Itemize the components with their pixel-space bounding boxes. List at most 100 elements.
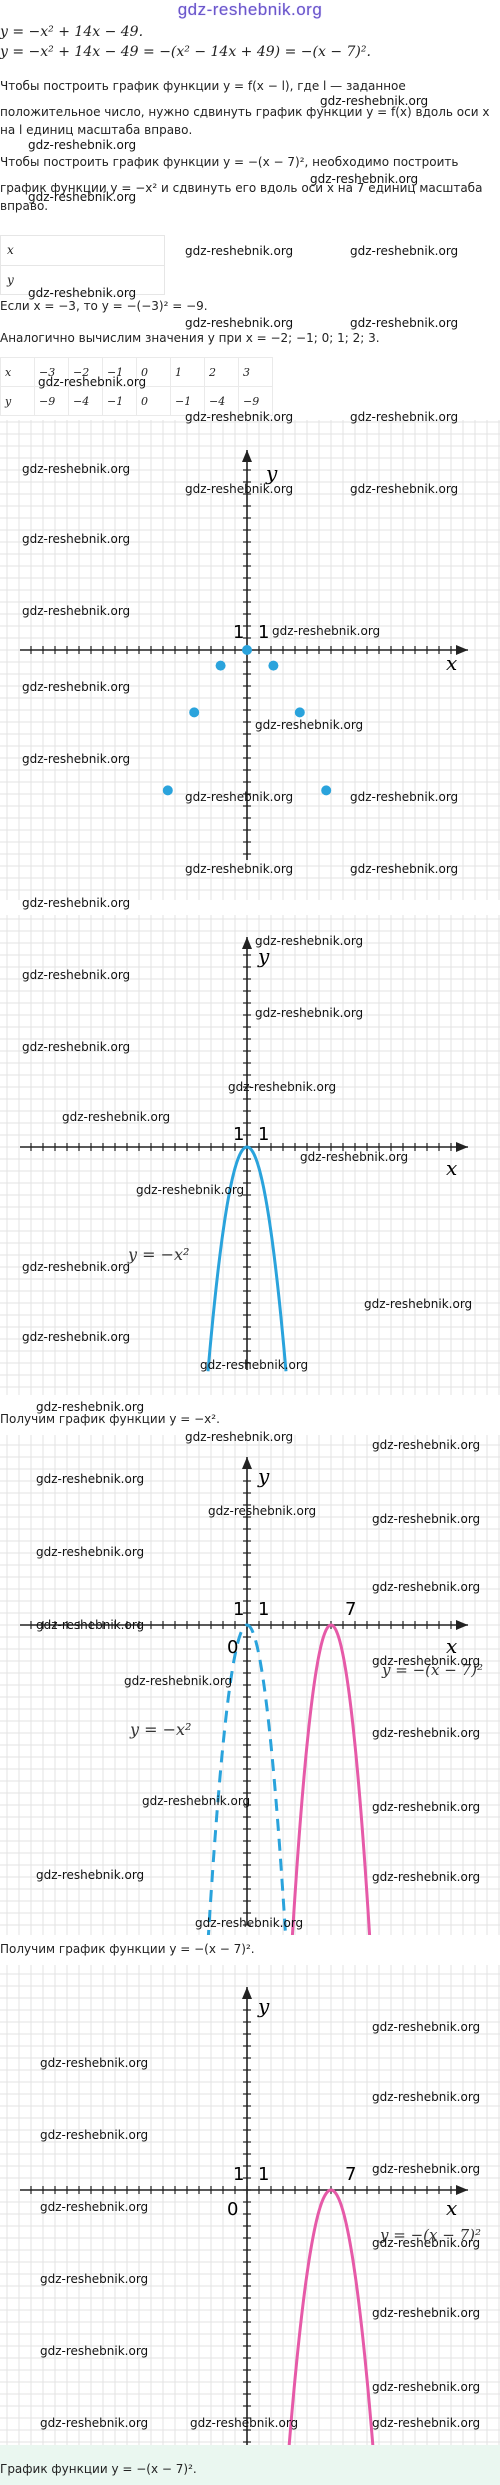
x-axis-arrow (456, 2185, 468, 2195)
y-axis-arrow (242, 937, 252, 949)
watermark: gdz-reshebnik.org (36, 1545, 145, 1559)
caption-final: График функции y = −(x − 7)². (0, 2462, 197, 2476)
watermark: gdz-reshebnik.org (40, 2272, 149, 2286)
watermark: gdz-reshebnik.org (200, 1358, 309, 1372)
table-cell: 2 (204, 357, 239, 387)
x-axis-label: x (446, 1634, 457, 1658)
table1-x-header: x (0, 235, 165, 266)
points-layer (162, 645, 332, 796)
origin-label: 0 (227, 1637, 238, 1658)
y-axis-label: y (265, 461, 278, 485)
watermark: gdz-reshebnik.org (136, 1183, 245, 1197)
paragraph-3: Если x = −3, то y = −(−3)² = −9. (0, 299, 208, 313)
shifted-parabola-label: y = −(x − 7)² (381, 1661, 483, 1679)
caption-parabola: Получим график функции y = −x². (0, 1412, 220, 1426)
grid (0, 1435, 500, 1935)
graph-final: y x 1 1 0 7 y = −(x − 7)² (0, 1965, 500, 2445)
watermark: gdz-reshebnik.org (255, 718, 364, 732)
table1-y-header: y (0, 264, 165, 295)
parabola-label: y = −x² (129, 1720, 191, 1739)
site-title[interactable]: gdz-reshebnik.org (177, 0, 323, 19)
watermark: gdz-reshebnik.org (185, 410, 294, 424)
shifted-parabola-label: y = −(x − 7)² (379, 2226, 481, 2244)
watermark: gdz-reshebnik.org (372, 2416, 481, 2430)
curves-layer (206, 1623, 372, 1935)
watermark: gdz-reshebnik.org (185, 862, 294, 876)
watermark: gdz-reshebnik.org (22, 604, 131, 618)
watermark: gdz-reshebnik.org (372, 1726, 481, 1740)
x-axis-label: x (446, 2196, 457, 2220)
table-cell: y (0, 386, 35, 416)
table-cell: −2 (68, 357, 103, 387)
x-axis-label: x (446, 651, 457, 675)
table-cell: −1 (102, 386, 137, 416)
parabola-label: y = −x² (127, 1245, 189, 1264)
table-cell: −1 (102, 357, 137, 387)
watermark: gdz-reshebnik.org (36, 1400, 145, 1414)
table-cell: −3 (34, 357, 69, 387)
watermark: gdz-reshebnik.org (372, 2090, 481, 2104)
y-axis-label: y (257, 1994, 270, 2018)
watermark: gdz-reshebnik.org (255, 934, 364, 948)
equation-1: y = −x² + 14x − 49. (0, 24, 144, 40)
axes (20, 1457, 468, 1926)
watermark: gdz-reshebnik.org (28, 286, 137, 300)
watermark: gdz-reshebnik.org (36, 1472, 145, 1486)
graph-parabola: y x 1 1 y = −x² (0, 915, 500, 1395)
data-point (162, 785, 173, 796)
y-axis-arrow (242, 1457, 252, 1469)
watermark: gdz-reshebnik.org (350, 244, 459, 258)
watermark: gdz-reshebnik.org (372, 2380, 481, 2394)
watermark: gdz-reshebnik.org (28, 138, 137, 152)
watermark: gdz-reshebnik.org (40, 2056, 149, 2070)
watermark: gdz-reshebnik.org (22, 968, 131, 982)
shifted-parabola-curve (290, 1623, 372, 1935)
caption-shifted: Получим график функции y = −(x − 7)². (0, 1942, 255, 1956)
paragraph-2-line-3: вправо. (0, 199, 49, 213)
unit-label-y: 1 (258, 1599, 269, 1620)
watermark: gdz-reshebnik.org (272, 624, 381, 638)
empty-value-table: x y (0, 235, 165, 295)
parabola-layer (206, 1145, 288, 1372)
watermark: gdz-reshebnik.org (372, 1654, 481, 1668)
table-cell: −9 (34, 386, 69, 416)
watermark: gdz-reshebnik.org (22, 462, 131, 476)
graph-points: y x 1 1 (0, 420, 500, 900)
final-curve-layer (287, 2188, 375, 2445)
y-axis-label: y (257, 944, 270, 968)
watermark: gdz-reshebnik.org (310, 172, 419, 186)
paragraph-4: Аналогично вычислим значения y при x = −… (0, 331, 380, 345)
parabola-curve-dashed (206, 1623, 288, 1935)
watermark: gdz-reshebnik.org (190, 2416, 299, 2430)
x-axis-arrow (456, 1620, 468, 1630)
watermark: gdz-reshebnik.org (40, 2200, 149, 2214)
watermark: gdz-reshebnik.org (22, 752, 131, 766)
watermark: gdz-reshebnik.org (124, 1674, 233, 1688)
watermark: gdz-reshebnik.org (372, 2306, 481, 2320)
watermark: gdz-reshebnik.org (22, 532, 131, 546)
unit-label-y: 1 (258, 2164, 269, 2185)
watermark: gdz-reshebnik.org (40, 2344, 149, 2358)
table-cell: 0 (136, 386, 171, 416)
data-point (189, 707, 200, 718)
watermark: gdz-reshebnik.org (372, 2162, 481, 2176)
x-axis-arrow (456, 645, 468, 655)
data-point (321, 785, 332, 796)
watermark: gdz-reshebnik.org (36, 1618, 145, 1632)
watermark: gdz-reshebnik.org (22, 1040, 131, 1054)
watermark: gdz-reshebnik.org (28, 190, 137, 204)
table-cell: 1 (170, 357, 205, 387)
unit-label-y: 1 (258, 622, 269, 643)
watermark: gdz-reshebnik.org (350, 482, 459, 496)
y-axis-arrow (242, 450, 252, 462)
x-axis-arrow (456, 1142, 468, 1152)
watermark: gdz-reshebnik.org (300, 1150, 409, 1164)
x-axis-label: x (446, 1156, 457, 1180)
watermark: gdz-reshebnik.org (372, 1800, 481, 1814)
watermark: gdz-reshebnik.org (372, 2020, 481, 2034)
table-cell: 3 (238, 357, 273, 387)
watermark: gdz-reshebnik.org (185, 244, 294, 258)
watermark: gdz-reshebnik.org (22, 1330, 131, 1344)
table-cell: −4 (68, 386, 103, 416)
unit-label-x: 1 (233, 1124, 244, 1145)
